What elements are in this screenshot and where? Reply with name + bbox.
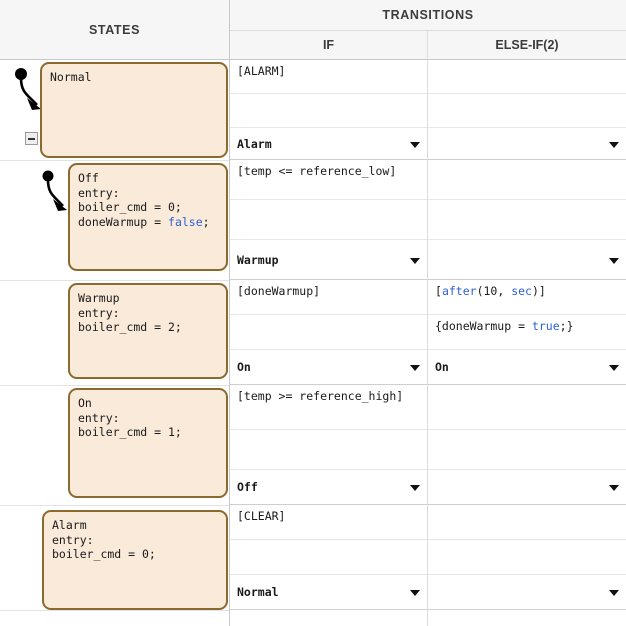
collapse-toggle-normal[interactable] [25,132,38,145]
chevron-down-icon[interactable] [609,365,619,371]
if-condition-normal[interactable]: [ALARM] [230,60,427,94]
elseif-destination-normal[interactable] [428,128,626,160]
elseif-act-keyword-true: true [531,319,560,333]
state-body-alarm: entry: boiler_cmd = 0; [52,532,156,562]
if-destination-alarm[interactable]: Normal [230,575,427,610]
collapse-minus-icon [28,137,35,140]
if-destination-off-label: Warmup [237,252,279,267]
row-divider [0,610,229,611]
elseif-act-post: ;} [559,319,574,333]
if-destination-warmup-label: On [237,360,251,374]
chevron-down-icon[interactable] [410,257,420,264]
if-condition-on[interactable]: [temp >= reference_high] [230,385,427,430]
elseif-condition-normal[interactable] [428,60,626,94]
header-states[interactable]: STATES [0,0,230,60]
if-destination-warmup[interactable]: On [230,350,427,385]
if-destination-normal[interactable]: Alarm [230,128,427,160]
chevron-down-icon[interactable] [410,590,420,596]
default-transition-arrow-icon [42,170,67,211]
elseif-condition-warmup[interactable]: [after(10, sec)] [428,280,626,315]
if-destination-alarm-label: Normal [237,585,279,599]
state-label-off: Off [78,171,99,185]
elseif-destination-warmup[interactable]: On [428,350,626,385]
elseif-action-warmup[interactable]: {doneWarmup = true;} [428,315,626,350]
state-box-alarm[interactable]: Alarm entry: boiler_cmd = 0; [42,510,228,610]
chevron-down-icon[interactable] [609,485,619,491]
states-column: Normal Off entry: boiler_cmd = 0; doneWa… [0,60,230,626]
chevron-down-icon[interactable] [609,257,619,264]
table-header: STATES TRANSITIONS IF ELSE-IF(2) [0,0,626,60]
elseif-action-on[interactable] [428,430,626,470]
if-destination-on-label: Off [237,480,258,494]
else-if-2-column: [after(10, sec)] {doneWarmup = true;} On [428,60,626,626]
state-box-on[interactable]: On entry: boiler_cmd = 1; [68,388,228,498]
elseif-act-pre: {doneWarmup = [435,319,532,333]
default-transition-arrow-icon [15,68,41,110]
elseif-condition-alarm[interactable] [428,505,626,540]
elseif-destination-off[interactable] [428,240,626,280]
elseif-destination-on[interactable] [428,470,626,505]
elseif-cond-post: )] [531,284,546,298]
chevron-down-icon[interactable] [609,590,619,596]
if-destination-off[interactable]: Warmup [230,240,427,280]
if-action-normal[interactable] [230,94,427,128]
if-action-alarm[interactable] [230,540,427,575]
state-label-on: On [78,396,92,410]
if-condition-warmup[interactable]: [doneWarmup] [230,280,427,315]
elseif-cond-keyword-sec: sec [511,284,532,298]
state-body-off-tail: ; [202,214,210,229]
elseif-cond-mid: (10, [476,284,512,298]
elseif-condition-off[interactable] [428,160,626,200]
state-box-normal[interactable]: Normal [40,62,228,158]
row-divider [0,385,229,386]
if-destination-normal-label: Alarm [237,136,272,151]
if-condition-off[interactable]: [temp <= reference_low] [230,160,427,200]
elseif-cond-keyword-after: after [441,284,477,298]
header-else-if-2[interactable]: ELSE-IF(2) [428,31,626,60]
elseif-action-alarm[interactable] [428,540,626,575]
elseif-action-off[interactable] [428,200,626,240]
elseif-condition-on[interactable] [428,385,626,430]
if-column: [ALARM] Alarm [temp <= reference_low] Wa… [230,60,428,626]
state-box-off[interactable]: Off entry: boiler_cmd = 0; doneWarmup = … [68,163,228,271]
row-divider [0,280,229,281]
state-label-warmup: Warmup [78,291,120,305]
chevron-down-icon[interactable] [410,141,420,148]
if-action-off[interactable] [230,200,427,240]
if-action-on[interactable] [230,430,427,470]
if-action-warmup[interactable] [230,315,427,350]
elseif-destination-alarm[interactable] [428,575,626,610]
chevron-down-icon[interactable] [410,485,420,491]
state-box-warmup[interactable]: Warmup entry: boiler_cmd = 2; [68,283,228,379]
state-body-off-keyword: false [168,214,203,229]
chevron-down-icon[interactable] [410,365,420,371]
header-if[interactable]: IF [230,31,428,60]
elseif-destination-warmup-label: On [435,360,449,374]
state-label-alarm: Alarm [52,518,87,532]
row-divider [0,160,229,161]
chevron-down-icon[interactable] [609,141,619,148]
elseif-cond-pre: [ [435,284,442,298]
if-destination-on[interactable]: Off [230,470,427,505]
state-label-normal: Normal [50,70,92,84]
state-body-off: entry: boiler_cmd = 0; doneWarmup = [78,185,182,229]
elseif-action-normal[interactable] [428,94,626,128]
state-body-warmup: entry: boiler_cmd = 2; [78,305,182,335]
row-divider [0,505,229,506]
state-body-on: entry: boiler_cmd = 1; [78,410,182,440]
if-condition-alarm[interactable]: [CLEAR] [230,505,427,540]
header-transitions: TRANSITIONS [230,0,626,31]
